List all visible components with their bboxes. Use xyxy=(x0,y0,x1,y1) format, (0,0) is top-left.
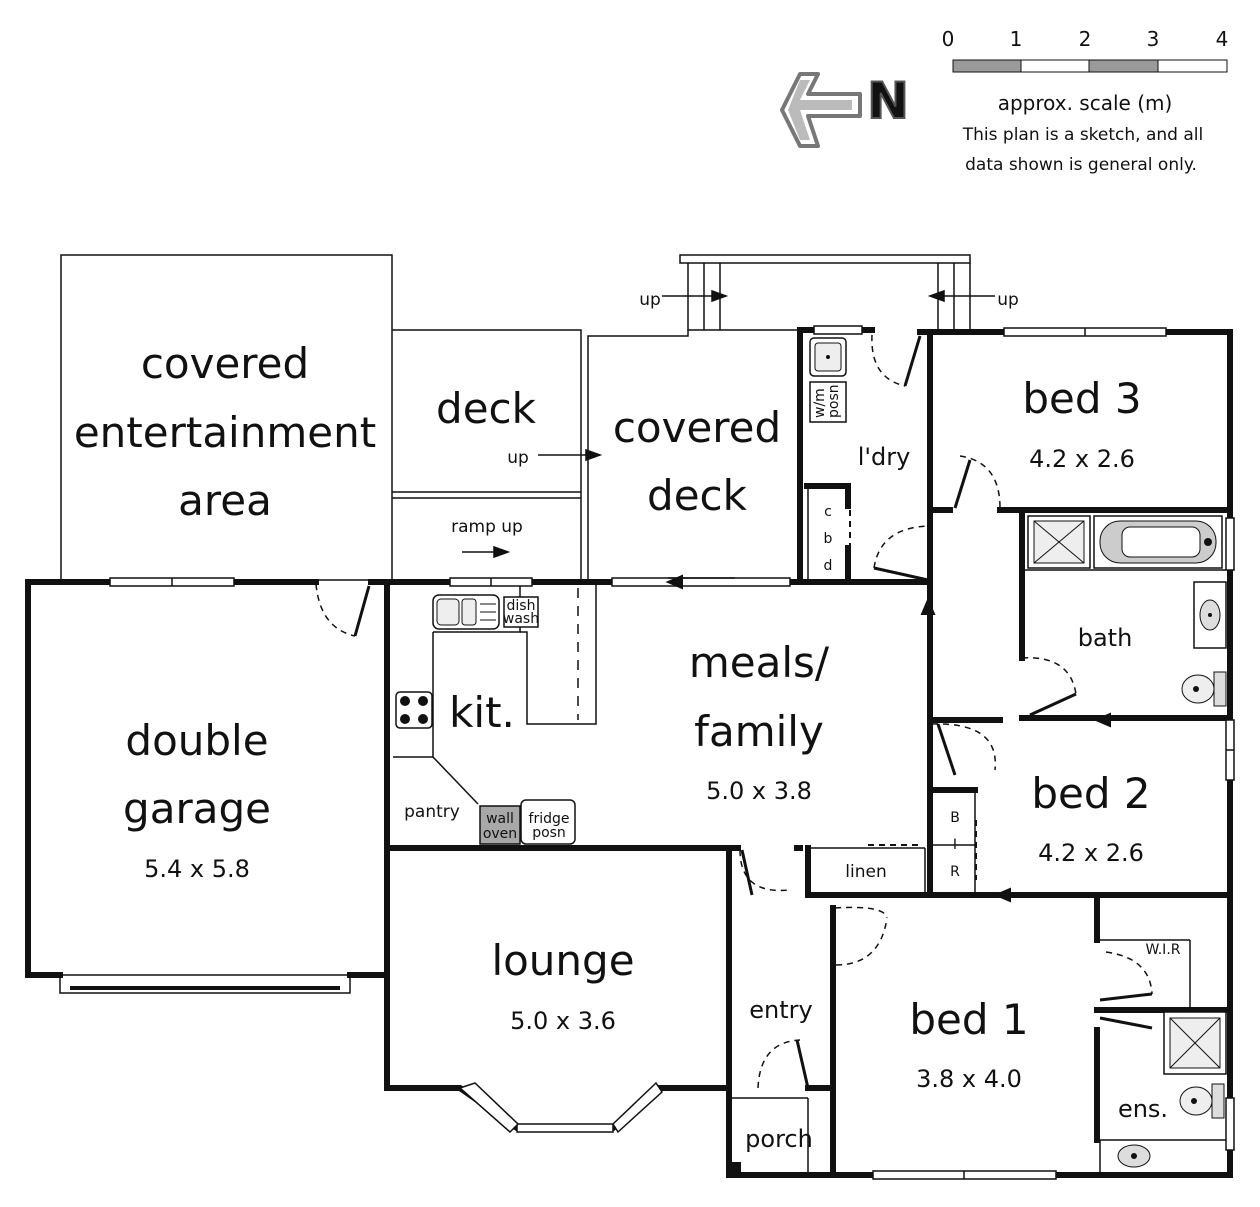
ramp-up-label: ramp up xyxy=(451,517,523,537)
wall-oven-label-2: oven xyxy=(483,826,517,842)
garage-label-2: garage xyxy=(123,784,271,833)
disclaimer-line-1: This plan is a sketch, and all xyxy=(962,125,1203,145)
ensuite-toilet-icon xyxy=(1179,1083,1225,1119)
bath-label: bath xyxy=(1078,624,1133,652)
meals-family-label-2: family xyxy=(694,707,824,756)
scale-tick-3: 3 xyxy=(1147,27,1160,51)
ensuite-basin-icon xyxy=(1117,1144,1151,1168)
covered-deck-label-1: covered xyxy=(613,403,781,452)
deck-label: deck xyxy=(436,384,537,433)
bed1-size: 3.8 x 4.0 xyxy=(916,1065,1022,1093)
fixtures: dish wash wall oven fridge posn w/m posn… xyxy=(395,337,1227,1175)
ensuite-label: ens. xyxy=(1118,1095,1168,1123)
ensuite-shower-icon xyxy=(1163,1011,1227,1075)
wm-label-1: w/m xyxy=(812,388,828,418)
up-label-right: up xyxy=(997,290,1019,310)
kitchen-label: kit. xyxy=(449,688,515,737)
scale-tick-4: 4 xyxy=(1216,27,1229,51)
fridge-label-2: posn xyxy=(532,825,566,841)
bathtub-icon xyxy=(1093,515,1223,569)
room-labels: covered entertainment area deck covered … xyxy=(74,290,1181,1153)
covered-deck-label-2: deck xyxy=(647,471,748,520)
pantry-label: pantry xyxy=(404,802,460,822)
entry-label: entry xyxy=(749,996,812,1024)
sliding-arrows xyxy=(665,510,1111,903)
garage-size: 5.4 x 5.8 xyxy=(144,855,250,883)
fridge-label-1: fridge xyxy=(529,811,570,827)
cbd-label-c: c xyxy=(824,504,832,520)
meals-family-size: 5.0 x 3.8 xyxy=(706,777,812,805)
covered-entertainment-label-3: area xyxy=(178,476,272,525)
door-leaves xyxy=(353,335,1153,1089)
scale-tick-1: 1 xyxy=(1010,27,1023,51)
bed2-label: bed 2 xyxy=(1031,769,1150,818)
cbd-label-d: d xyxy=(824,558,833,574)
doors xyxy=(315,334,1153,1089)
laundry-label: l'dry xyxy=(858,443,911,471)
linen-label: linen xyxy=(845,862,886,882)
bir-label-b: B xyxy=(950,810,960,826)
bed3-label: bed 3 xyxy=(1022,374,1141,423)
disclaimer-line-2: data shown is general only. xyxy=(965,155,1197,175)
bed3-size: 4.2 x 2.6 xyxy=(1029,445,1135,473)
wall-oven-label-1: wall xyxy=(486,811,514,827)
windows xyxy=(109,325,1235,1180)
garage-label-1: double xyxy=(125,716,268,765)
north-label: N xyxy=(867,72,909,130)
up-label-left: up xyxy=(639,290,661,310)
porch-label: porch xyxy=(745,1125,813,1153)
shower-icon xyxy=(1027,515,1091,569)
scale-label: approx. scale (m) xyxy=(998,91,1173,115)
wir-label: W.I.R xyxy=(1146,942,1181,958)
bed1-label: bed 1 xyxy=(909,995,1028,1044)
cbd-label-b: b xyxy=(824,531,833,547)
scale-tick-2: 2 xyxy=(1079,27,1092,51)
covered-entertainment-label-1: covered xyxy=(141,339,309,388)
scale-bar: 0 1 2 3 4 approx. scale (m) This plan is… xyxy=(942,27,1229,175)
bir-label-r: R xyxy=(950,864,960,880)
basin-icon xyxy=(1193,581,1227,649)
dishwash-label-1: dish xyxy=(507,598,536,614)
cooktop-icon xyxy=(395,691,433,729)
meals-family-label-1: meals/ xyxy=(689,638,830,687)
up-label-deck: up xyxy=(507,448,529,468)
up-arrows xyxy=(462,289,995,559)
lounge-size: 5.0 x 3.6 xyxy=(510,1007,616,1035)
lounge-label: lounge xyxy=(491,936,634,985)
bir-label-i: I xyxy=(953,837,957,853)
scale-tick-0: 0 xyxy=(942,27,955,51)
north-arrow-icon: N xyxy=(780,71,910,148)
dishwash-label-2: wash xyxy=(503,611,539,627)
covered-entertainment-label-2: entertainment xyxy=(74,408,376,457)
wm-label-2: posn xyxy=(826,384,842,418)
bed2-size: 4.2 x 2.6 xyxy=(1038,839,1144,867)
toilet-icon xyxy=(1181,671,1227,707)
